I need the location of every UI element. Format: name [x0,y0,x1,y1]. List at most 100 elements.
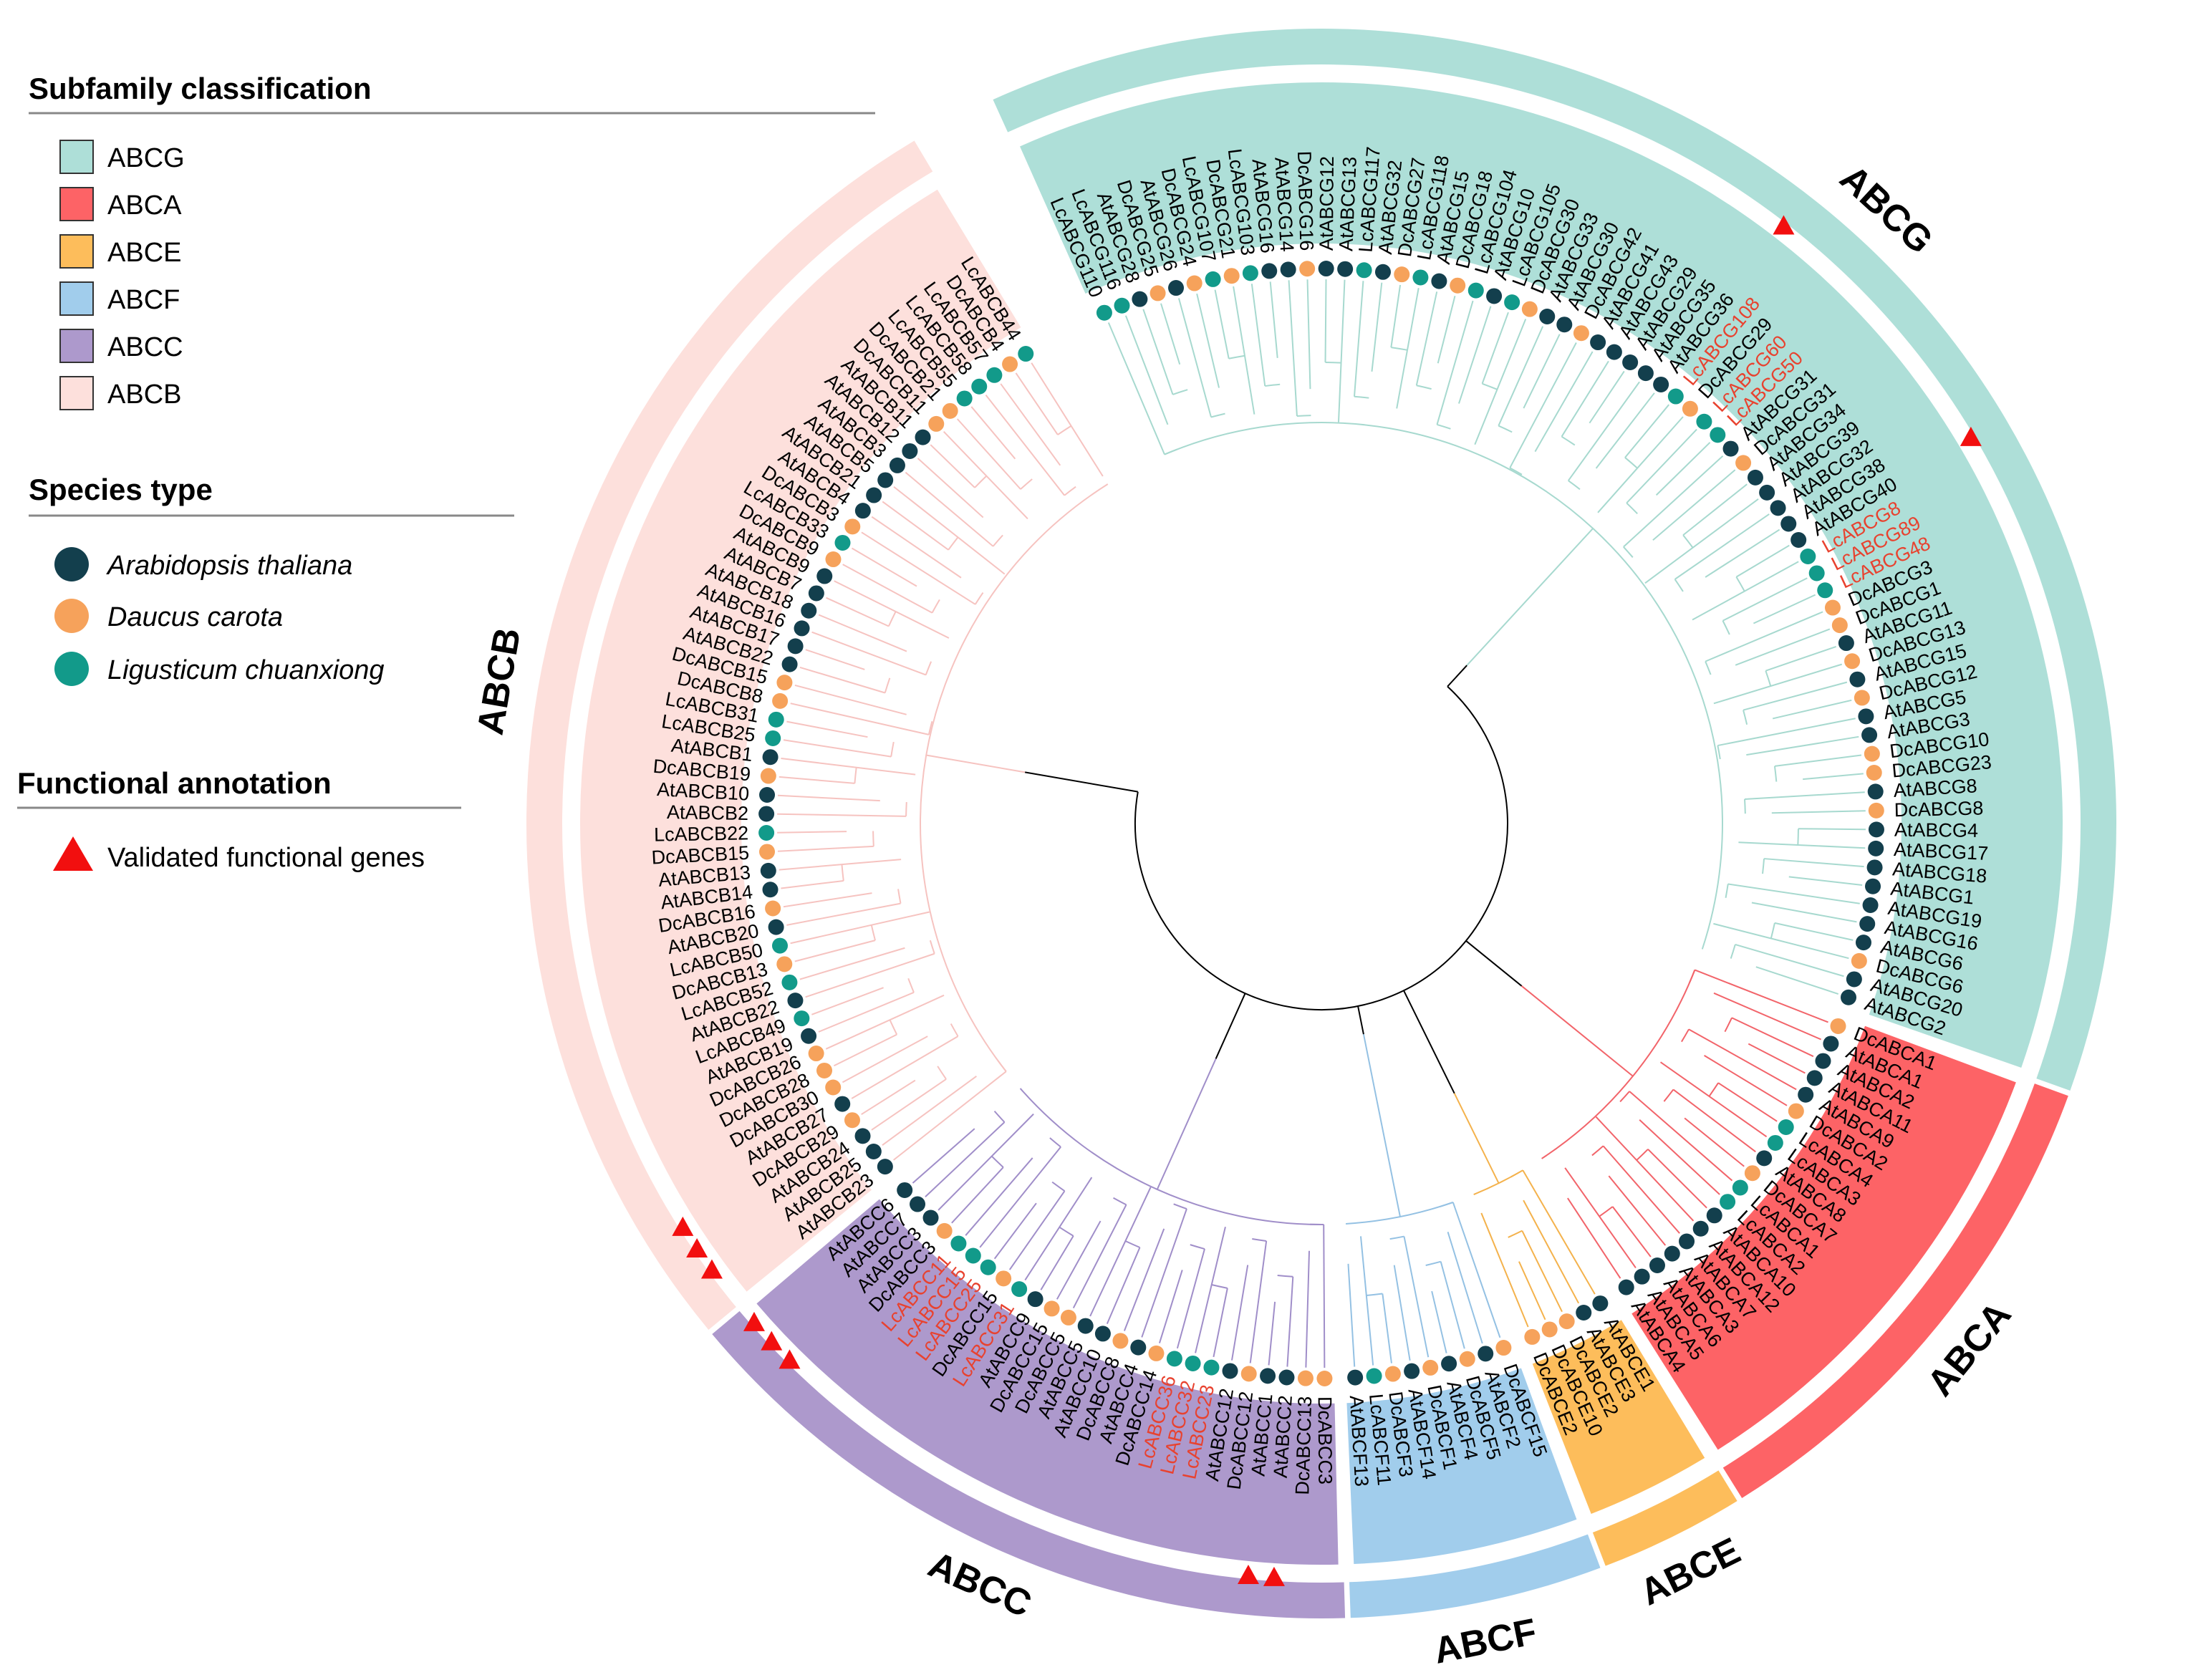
species-dot [768,711,784,728]
species-dot [760,862,776,879]
legend-species-label-daucus: Daucus carota [107,602,283,632]
branch-tip [1738,841,1866,849]
species-dot [1261,263,1278,279]
species-dot [844,1112,860,1129]
species-dot [1459,1351,1475,1367]
branch-join [1277,1275,1293,1278]
species-dot [1394,266,1410,283]
branch-tip [1755,966,1839,995]
branch-backbone-stem [1357,1005,1364,1035]
branch-tip [1177,298,1212,417]
species-dot [1495,1340,1512,1356]
branch-tip [1481,312,1509,385]
species-dot [765,730,781,746]
branch-join [1049,1137,1061,1148]
branch-tip [1359,1236,1374,1366]
species-dot-icon [54,652,89,686]
species-dot [1337,261,1354,277]
branch-tip [1751,902,1857,923]
species-dot [877,472,894,488]
leaf-labels: LcABCG110LcABCG116AtABCG28DcABCG25AtABCG… [651,146,1992,1496]
branch-tip [905,471,994,547]
branch-tip [993,1202,1037,1260]
branch-tip [1744,791,1865,800]
branch-tip [1509,342,1577,468]
branch-tip [1595,392,1655,469]
species-dot [1539,309,1556,325]
branch-tip [938,1113,1034,1211]
species-dot [768,919,784,935]
branch-tip [1746,735,1859,756]
species-dot [1767,1134,1783,1151]
species-dot [1696,413,1712,430]
branch-join [1210,412,1225,418]
branch-tip [1655,442,1711,496]
species-dot [759,786,776,803]
species-dot [980,1259,996,1275]
branch-tip [1214,289,1230,359]
species-dot [816,568,833,584]
species-dot [834,1096,851,1112]
branch-join [1425,1260,1441,1267]
branch-join [1762,858,1765,874]
branch-join [948,536,959,551]
branch-tip [1567,381,1640,481]
species-dot [1573,325,1589,342]
branch-backbone-stem [1447,665,1467,687]
branch-tip [1196,293,1220,388]
species-dot-icon [54,547,89,581]
branch-tip [1772,699,1852,720]
branch-tip [794,684,907,715]
band-abcf [1349,1534,1601,1618]
branch-tip [882,1076,978,1146]
branch-join [1252,1238,1267,1242]
branch-join [897,889,902,904]
branch-join [1389,1235,1404,1240]
branch-tip [1534,351,1594,453]
branch-tip [1521,1230,1563,1313]
branch-tip [1684,1117,1745,1167]
legend-label-abcb: ABCB [107,380,181,410]
species-dot [1798,1086,1814,1103]
legend-species-label-arabidopsis: Arabidopsis thaliana [106,551,352,581]
legend-subfamily-item-abcf: ABCF [59,281,180,316]
branch-tip [825,994,945,1050]
species-dot [996,1270,1012,1287]
species-dot [1576,1305,1592,1321]
branch-tip [777,794,880,802]
branch-tip [1705,528,1780,578]
branch-tip [1142,309,1174,395]
branch-tip [834,580,950,639]
species-dot [794,620,810,637]
branch-join [931,599,940,614]
branch-tip [1286,1276,1294,1367]
species-dot [1148,1345,1165,1361]
branch-tip [851,1035,959,1099]
branch-tip [1353,281,1364,397]
branch-join [950,1023,959,1037]
branch-tip [871,1078,947,1131]
band-abcc [712,1310,1346,1618]
species-dot [1806,1070,1823,1086]
validated-markers [672,215,1982,1586]
species-dot [1260,1368,1276,1384]
species-dot [1824,599,1841,616]
branch-tip [799,947,905,980]
species-dot [1653,376,1669,392]
branch-backbone-stem [1465,940,1523,987]
branch-tip [811,987,884,1015]
branch-tip [1306,279,1311,390]
species-dot [787,993,804,1009]
legend: Subfamily classification ABCG ABCA ABCE … [17,72,875,873]
branch-tip [1713,663,1843,705]
branch-tip [1195,1227,1226,1353]
species-dot [1441,1356,1457,1372]
branch-join [1354,395,1369,399]
branch-join [870,925,876,941]
legend-label-abcg: ABCG [107,143,185,173]
branch-tip [826,597,890,627]
branch-join [1765,670,1772,687]
branch-join [1561,435,1576,446]
leaf-label: AtABCB2 [667,801,749,824]
branch-tip [1176,1248,1205,1349]
